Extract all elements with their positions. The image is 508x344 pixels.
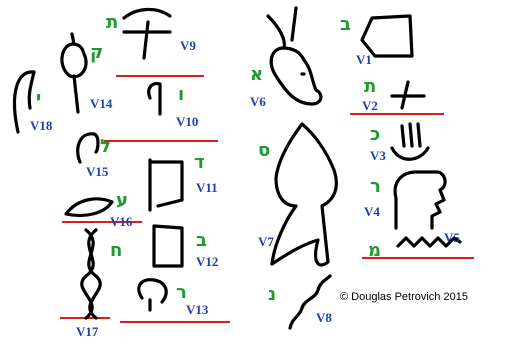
glyph-v8-drawing	[288, 274, 332, 330]
glyph-v4-drawing	[393, 170, 447, 230]
hebrew-letter-v5: מ	[368, 240, 381, 261]
glyph-label-v18: V18	[30, 118, 53, 133]
glyph-label-v15: V15	[86, 164, 109, 179]
glyph-v17-drawing	[80, 228, 102, 320]
hebrew-letter-v14: ק	[90, 42, 103, 63]
hebrew-letter-v16: ע	[116, 190, 128, 211]
hebrew-letter-v8: נ	[268, 284, 276, 305]
glyph-label-v7: V7	[258, 234, 274, 249]
hebrew-letter-v15: ל	[100, 136, 111, 157]
glyph-label-v16: V16	[110, 214, 133, 229]
glyph-label-v4: V4	[364, 204, 380, 219]
hebrew-letters: ב ת כ ר מ א ס נ ת ו ד ב ר ק ל ע ח י	[36, 12, 381, 305]
glyph-v9-drawing	[122, 7, 172, 60]
glyph-label-v1: V1	[356, 52, 372, 67]
glyph-v13-drawing	[137, 278, 168, 312]
glyph-v15-drawing	[76, 132, 100, 164]
hebrew-letter-v4: ר	[370, 176, 381, 197]
hebrew-letter-v2: ת	[364, 76, 376, 97]
glyph-v5-drawing	[396, 236, 462, 248]
glyph-label-v3: V3	[370, 148, 386, 163]
glyph-v7-drawing	[270, 122, 338, 267]
glyph-label-v17: V17	[76, 324, 99, 339]
hebrew-letter-v9: ת	[106, 12, 118, 33]
glyph-label-v11: V11	[196, 180, 218, 195]
glyph-v10-drawing	[147, 82, 162, 116]
glyph-label-v14: V14	[90, 96, 113, 111]
glyph-v18-drawing	[12, 70, 36, 134]
glyph-v2-drawing	[390, 80, 426, 110]
glyph-label-v13: V13	[186, 302, 209, 317]
glyph-label-v5: V5	[444, 230, 460, 245]
glyph-label-v9: V9	[180, 38, 196, 53]
glyph-v3-drawing	[390, 122, 430, 161]
glyph-v16-drawing	[64, 197, 114, 218]
glyph-drawings	[12, 6, 462, 330]
glyph-v14-drawing	[60, 32, 88, 114]
hebrew-letter-v12: ב	[196, 230, 207, 251]
hebrew-letter-v1: ב	[340, 14, 351, 35]
glyph-labels: V1 V2 V3 V4 V5 V6 V7 V8 V9 V10 V11 V12 V…	[30, 38, 460, 339]
hebrew-letter-v13: ר	[176, 282, 187, 303]
hebrew-letter-v18: י	[36, 88, 41, 109]
copyright-credit: © Douglas Petrovich 2015	[340, 291, 468, 303]
hebrew-letter-v6: א	[250, 64, 263, 85]
hebrew-letter-v10: ו	[178, 84, 184, 105]
glyph-v11-drawing	[148, 158, 184, 212]
glyph-v6-drawing	[266, 6, 323, 106]
hebrew-letter-v7: ס	[258, 140, 270, 161]
glyph-label-v2: V2	[362, 98, 378, 113]
glyph-v12-drawing	[152, 224, 184, 268]
glyph-v1-drawing	[360, 14, 414, 58]
hebrew-letter-v17: ח	[110, 240, 122, 261]
glyph-label-v8: V8	[316, 310, 332, 325]
hebrew-letter-v3: כ	[370, 124, 380, 145]
glyph-label-v6: V6	[250, 94, 266, 109]
glyph-label-v10: V10	[176, 114, 198, 129]
divider-rules	[60, 75, 474, 323]
glyph-label-v12: V12	[196, 254, 218, 269]
hebrew-letter-v11: ד	[194, 152, 205, 173]
